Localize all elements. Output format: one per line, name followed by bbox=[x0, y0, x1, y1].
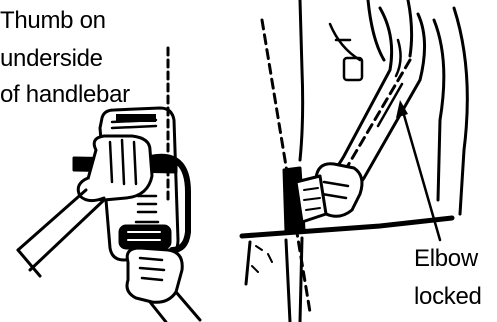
rear-hand bbox=[127, 248, 182, 302]
thumb-label-line-1: Thumb on bbox=[0, 8, 106, 34]
elbow-label-line-2: locked bbox=[414, 284, 482, 310]
saw-ridges bbox=[136, 196, 158, 222]
pants-outline bbox=[434, 8, 467, 214]
log-surface bbox=[242, 218, 452, 236]
shirt-seam bbox=[330, 24, 360, 60]
shirt-pocket bbox=[344, 58, 362, 80]
thumb-label-line-3: of handlebar bbox=[0, 82, 130, 108]
log-front bbox=[246, 238, 302, 322]
elbow-label-line-1: Elbow bbox=[414, 246, 478, 272]
log-texture bbox=[252, 246, 272, 272]
right-figure bbox=[242, 0, 467, 322]
saw-lower-housing bbox=[120, 226, 170, 248]
thumb-label-line-2: underside bbox=[0, 46, 103, 72]
saw-vent-block bbox=[116, 114, 156, 122]
